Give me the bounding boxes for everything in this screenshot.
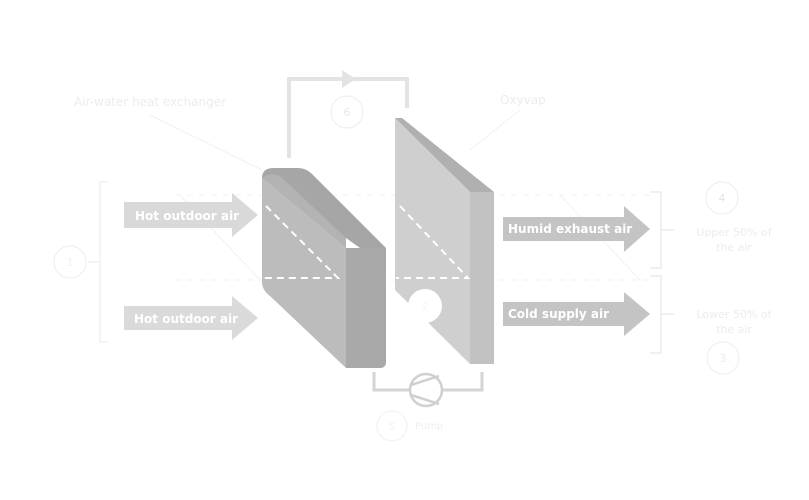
marker-upper-right: 4 bbox=[719, 192, 726, 205]
marker-circle-left bbox=[53, 245, 87, 279]
right-bracket-upper bbox=[650, 191, 674, 269]
label-lower-air-line1: Lower 50% of bbox=[697, 308, 773, 321]
label-upper-air-line1: Upper 50% of bbox=[696, 226, 772, 239]
marker-circle-water-loop bbox=[330, 95, 364, 129]
flow-direction-arrow-icon bbox=[342, 70, 356, 88]
marker-lower-right: 3 bbox=[720, 352, 727, 365]
heat-exchanger-top bbox=[262, 168, 386, 248]
oxyvap-dashed-path bbox=[396, 205, 471, 279]
arrow-outlet-top-label: Humid exhaust air bbox=[508, 222, 632, 236]
arrow-outlet-top: Humid exhaust air bbox=[503, 206, 650, 252]
label-upper-air-line2: the air bbox=[716, 241, 752, 254]
arrow-inlet-top-label: Hot outdoor air bbox=[135, 209, 239, 223]
pointer-line-heat-exchanger bbox=[149, 114, 263, 171]
pump-loop-pipe bbox=[372, 372, 484, 392]
marker-water-loop: 6 bbox=[344, 106, 351, 119]
left-bracket bbox=[88, 181, 108, 343]
label-heat-exchanger: Air-water heat exchanger bbox=[74, 95, 226, 109]
oxyvap-block: 2 bbox=[395, 118, 494, 364]
marker-oxyvap: 2 bbox=[422, 302, 428, 313]
label-pump: Pump bbox=[415, 421, 443, 432]
marker-left: 1 bbox=[67, 256, 74, 269]
oxyvap-nozzle bbox=[408, 289, 442, 323]
heat-exchanger-block bbox=[262, 168, 386, 368]
heat-exchanger-dashed-path bbox=[264, 205, 341, 279]
marker-circle-upper-right bbox=[705, 181, 739, 215]
label-lower-air-line2: the air bbox=[716, 323, 752, 336]
pump-icon bbox=[408, 372, 444, 408]
right-bracket-lower bbox=[650, 275, 674, 354]
marker-circle-pump bbox=[376, 410, 408, 442]
arrow-inlet-bottom-label: Hot outdoor air bbox=[134, 312, 238, 326]
arrow-inlet-top: Hot outdoor air bbox=[124, 193, 258, 237]
arrow-outlet-bottom: Cold supply air bbox=[503, 292, 650, 336]
heat-exchanger-edge-shade bbox=[262, 174, 346, 248]
marker-pump: 5 bbox=[389, 422, 395, 433]
heat-exchanger-front bbox=[262, 178, 346, 368]
arrow-outlet-bottom-label: Cold supply air bbox=[508, 307, 609, 321]
oxyvap-top bbox=[395, 118, 494, 192]
pointer-line-oxyvap bbox=[469, 109, 521, 151]
heat-exchanger-side bbox=[346, 248, 386, 368]
marker-circle-lower-right bbox=[706, 341, 740, 375]
label-oxyvap: Oxyvap bbox=[500, 93, 546, 107]
oxyvap-side bbox=[470, 192, 494, 364]
arrow-inlet-bottom: Hot outdoor air bbox=[124, 296, 258, 340]
